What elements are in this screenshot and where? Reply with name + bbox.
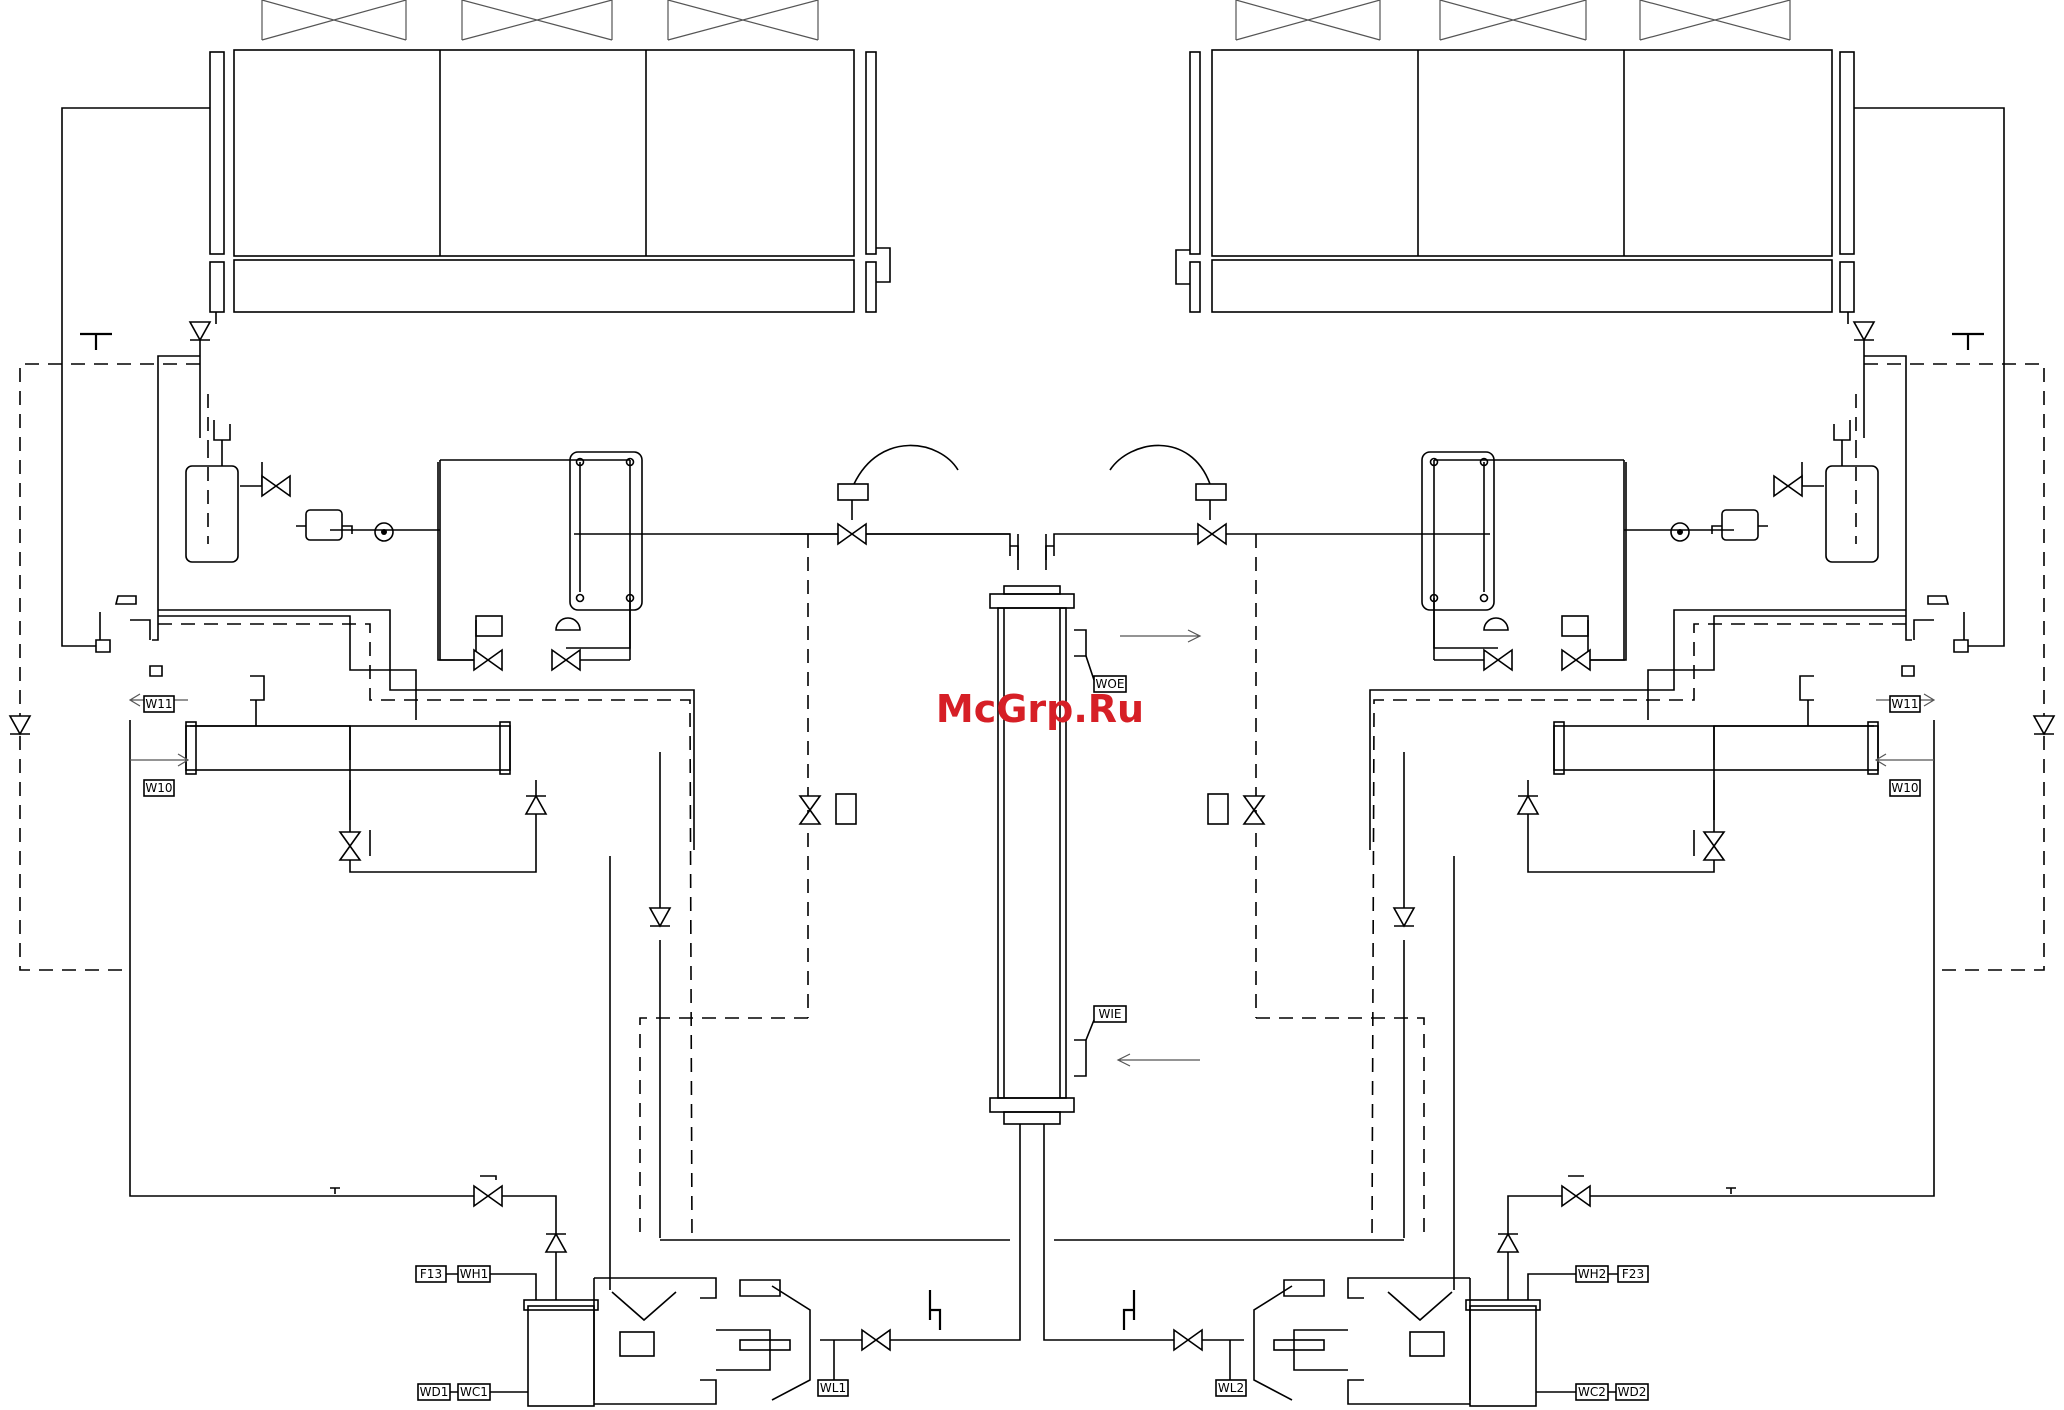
right-economizer — [1422, 452, 1626, 660]
tag-f13: F13 — [420, 1267, 442, 1281]
condenser-right — [1176, 50, 1854, 312]
left-circuit-piping — [20, 108, 1020, 1340]
tag-wie: WIE — [1099, 1007, 1122, 1021]
valve-icon[interactable] — [1774, 476, 1802, 496]
service-port-icon — [80, 334, 1984, 1330]
left-economizer — [438, 452, 642, 660]
tag-wl2: WL2 — [1218, 1381, 1244, 1395]
right-compressor — [1254, 1278, 1540, 1406]
right-circuit-piping — [1044, 108, 2044, 1340]
tag-labels: W11 W10 W11 W10 WOE WIE F13 WH1 WD1 WC1 … — [144, 676, 1920, 1400]
valve-icon[interactable] — [1198, 524, 1226, 544]
tag-wh1: WH1 — [460, 1267, 489, 1281]
condenser-fans-left — [262, 0, 818, 40]
tag-wl1: WL1 — [820, 1381, 846, 1395]
tag-wh2: WH2 — [1578, 1267, 1607, 1281]
valve-icon[interactable] — [552, 650, 580, 670]
valve-icon[interactable] — [474, 1186, 502, 1206]
valve-icon[interactable] — [1704, 832, 1724, 860]
valve-icon[interactable] — [1562, 650, 1590, 670]
valve-icon[interactable] — [1562, 1186, 1590, 1206]
tag-w11-right: W11 — [1891, 697, 1918, 711]
valve-icon[interactable] — [1174, 1330, 1202, 1350]
tag-f23: F23 — [1622, 1267, 1644, 1281]
tag-wc2: WC2 — [1578, 1385, 1606, 1399]
tag-w11-left: W11 — [145, 697, 172, 711]
valve-icon[interactable] — [262, 476, 290, 496]
valve-icon[interactable] — [340, 832, 360, 860]
condenser-left — [210, 50, 890, 312]
valve-icon[interactable] — [1484, 650, 1512, 670]
valve-icon[interactable] — [838, 524, 866, 544]
evaporator — [990, 534, 1094, 1124]
condenser-fans-right — [1236, 0, 1790, 40]
left-compressor — [524, 1278, 810, 1406]
tag-wc1: WC1 — [460, 1385, 488, 1399]
valve-icon[interactable] — [862, 1330, 890, 1350]
valve-icon[interactable] — [800, 796, 820, 824]
valve-icon-group — [262, 476, 1802, 1350]
watermark: McGrp.Ru — [936, 687, 1144, 731]
expansion-valves — [838, 445, 1226, 520]
tag-w10-right: W10 — [1891, 781, 1918, 795]
tag-wd1: WD1 — [420, 1385, 449, 1399]
tag-w10-left: W10 — [145, 781, 172, 795]
valve-icon[interactable] — [1244, 796, 1264, 824]
valve-icon[interactable] — [474, 650, 502, 670]
tag-wd2: WD2 — [1618, 1385, 1647, 1399]
